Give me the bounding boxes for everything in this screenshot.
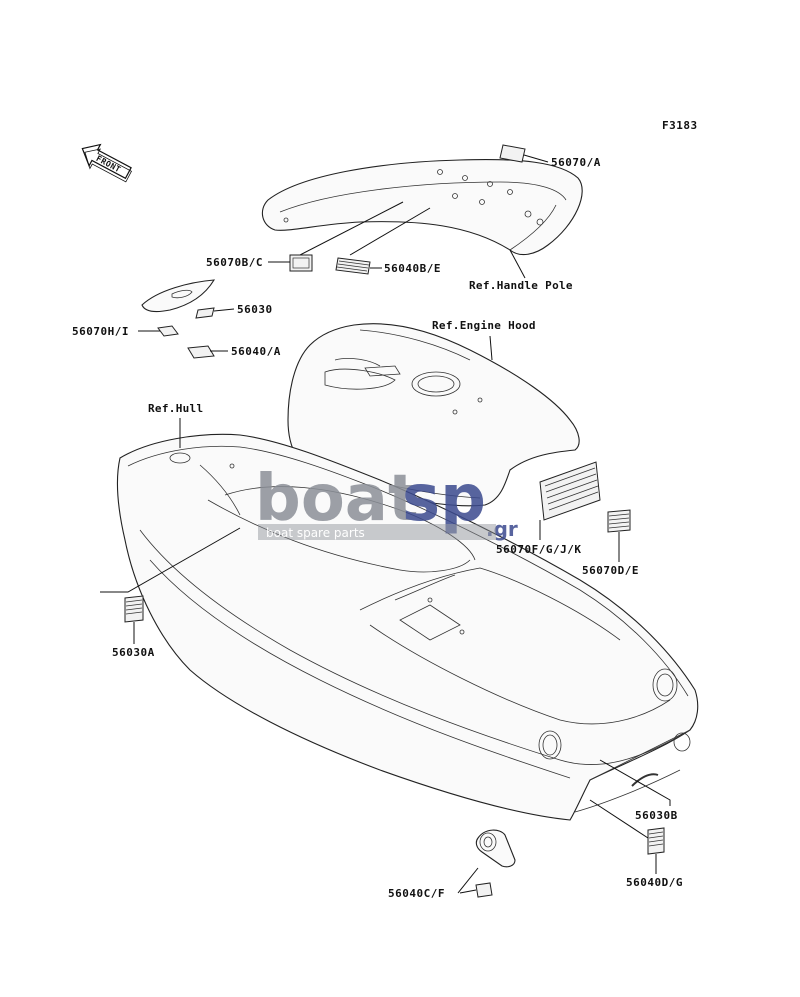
watermark-tagline: boat spare parts xyxy=(266,526,365,540)
label-56030b: 56030B xyxy=(635,809,678,822)
decal-56040cf xyxy=(475,882,493,898)
decal-56040be xyxy=(335,257,371,275)
watermark-brand-main: boat xyxy=(255,462,419,536)
decal-56070bc xyxy=(289,254,313,272)
decal-56030b xyxy=(631,773,659,787)
watermark-brand-tld: .gr xyxy=(486,517,518,541)
handle-pole-cover xyxy=(261,158,583,256)
decal-56070fgjk xyxy=(539,461,601,521)
label-56040be: 56040B/E xyxy=(384,262,441,275)
label-56070bc: 56070B/C xyxy=(206,256,263,269)
figure-code: F3183 xyxy=(662,119,698,132)
label-56070a: 56070/A xyxy=(551,156,601,169)
label-56030: 56030 xyxy=(237,303,273,316)
decal-56030a xyxy=(124,595,144,623)
decal-56040a xyxy=(187,345,215,359)
label-56040cf: 56040C/F xyxy=(388,887,445,900)
decal-56070a xyxy=(499,144,526,163)
ref-hull: Ref.Hull xyxy=(148,402,203,415)
label-56040a: 56040/A xyxy=(231,345,281,358)
hull xyxy=(117,433,699,821)
watermark-brand-accent: sp xyxy=(402,462,486,536)
label-56070fgjk: 56070F/G/J/K xyxy=(496,543,581,556)
front-arrow-icon: FRONT xyxy=(81,143,132,183)
decal-56030 xyxy=(195,307,215,319)
decal-56040dg xyxy=(647,827,665,855)
label-56030a: 56030A xyxy=(112,646,155,659)
decal-56070hi xyxy=(157,325,179,337)
label-56070de: 56070D/E xyxy=(582,564,639,577)
grip-cover xyxy=(141,279,216,313)
nozzle-part xyxy=(475,829,516,868)
label-56070hi: 56070H/I xyxy=(72,325,129,338)
label-56040dg: 56040D/G xyxy=(626,876,683,889)
decal-56070de xyxy=(607,509,631,533)
ref-handle-pole: Ref.Handle Pole xyxy=(469,279,573,292)
watermark-logo: boat sp .gr boat spare parts xyxy=(255,462,518,541)
ref-engine-hood: Ref.Engine Hood xyxy=(432,319,536,332)
